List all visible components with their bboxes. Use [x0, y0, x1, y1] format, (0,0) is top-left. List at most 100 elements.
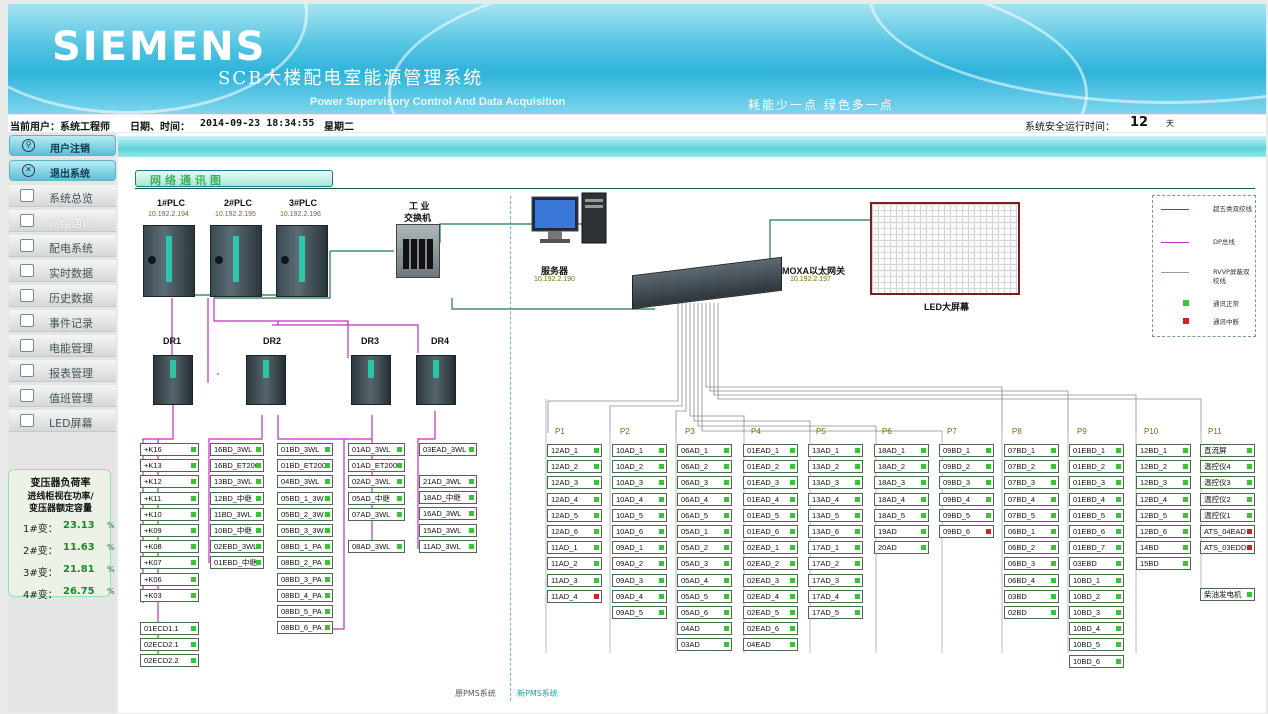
- plc2-device[interactable]: [210, 225, 262, 297]
- device-status-box[interactable]: 06AD_1: [677, 444, 732, 457]
- device-status-box[interactable]: 08AD_3WL: [348, 540, 405, 553]
- device-status-box[interactable]: 03BD: [1004, 589, 1059, 603]
- device-status-box[interactable]: 01AD_3WL: [348, 443, 405, 456]
- device-status-box[interactable]: 18AD_5: [874, 508, 929, 522]
- device-status-box[interactable]: 09AD_5: [612, 606, 667, 619]
- device-status-box[interactable]: 16BD_3WL: [210, 443, 264, 456]
- device-status-box[interactable]: 09BD_5: [939, 508, 994, 522]
- device-status-box[interactable]: 10BD_中继: [210, 524, 264, 537]
- device-status-box[interactable]: 07AD_3WL: [348, 507, 405, 521]
- device-status-box[interactable]: 16BD_ET200: [210, 459, 264, 473]
- device-status-box[interactable]: 17AD_5: [808, 606, 863, 619]
- device-status-box[interactable]: 02ECD2.1: [140, 638, 199, 652]
- dr2-device[interactable]: [246, 355, 286, 405]
- nav-events[interactable]: 事件记录: [9, 310, 116, 332]
- device-status-box[interactable]: 02ECD2.2: [140, 654, 199, 668]
- device-status-box[interactable]: 09BD_3: [939, 476, 994, 490]
- device-status-box[interactable]: 01EBD_4: [1069, 492, 1124, 506]
- device-status-box[interactable]: 01EBD_1: [1069, 444, 1124, 457]
- device-status-box[interactable]: 直流屏: [1200, 444, 1255, 457]
- device-status-box[interactable]: 02BD: [1004, 606, 1059, 619]
- nav-realtime[interactable]: 实时数据: [9, 260, 116, 282]
- device-status-box[interactable]: 15AD_3WL: [419, 523, 477, 537]
- device-status-box[interactable]: 10AD_3: [612, 476, 667, 490]
- device-status-box[interactable]: 01EBD_6: [1069, 525, 1124, 538]
- device-status-box[interactable]: ATS_03EDD: [1200, 541, 1255, 555]
- device-status-box[interactable]: 10AD_2: [612, 460, 667, 474]
- device-status-box[interactable]: 02EAD_2: [743, 557, 798, 571]
- dr1-device[interactable]: [153, 355, 193, 405]
- device-status-box[interactable]: 12AD_1: [547, 444, 602, 457]
- device-status-box[interactable]: 05AD_2: [677, 541, 732, 555]
- device-status-box[interactable]: 18AD_1: [874, 444, 929, 457]
- device-status-box[interactable]: 11AD_3: [547, 573, 602, 587]
- device-status-box[interactable]: 温控仪1: [1200, 508, 1255, 522]
- device-status-box[interactable]: 01EAD_1: [743, 444, 798, 457]
- device-status-box[interactable]: 08BD_6_PA: [277, 621, 333, 635]
- device-status-box[interactable]: +K07: [140, 556, 199, 570]
- industrial-switch[interactable]: [396, 224, 440, 278]
- device-status-box[interactable]: 13AD_6: [808, 525, 863, 538]
- device-status-box[interactable]: +K12: [140, 475, 199, 489]
- device-status-box[interactable]: 07BD_3: [1004, 476, 1059, 490]
- device-status-box[interactable]: 10BD_3: [1069, 606, 1124, 619]
- device-status-box[interactable]: 05BD_2_3W: [277, 507, 333, 521]
- nav-distribution[interactable]: 配电系统: [9, 235, 116, 257]
- device-status-box[interactable]: 18AD_3: [874, 476, 929, 490]
- device-status-box[interactable]: 12AD_2: [547, 460, 602, 474]
- device-status-box[interactable]: 08BD_3_PA: [277, 572, 333, 586]
- device-status-box[interactable]: 12BD_4: [1136, 492, 1191, 506]
- device-status-box[interactable]: +K08: [140, 540, 199, 554]
- device-status-box[interactable]: 19AD: [874, 525, 929, 538]
- device-status-box[interactable]: 13AD_2: [808, 460, 863, 474]
- exit-button[interactable]: ✕退出系统: [9, 160, 116, 181]
- device-status-box[interactable]: 13AD_3: [808, 476, 863, 490]
- device-status-box[interactable]: 08BD_1_PA: [277, 540, 333, 554]
- device-status-box[interactable]: 09BD_1: [939, 444, 994, 457]
- device-status-box[interactable]: 01AD_ET200: [348, 459, 405, 473]
- device-status-box[interactable]: 07BD_2: [1004, 460, 1059, 474]
- device-status-box[interactable]: 05AD_5: [677, 589, 732, 603]
- device-status-box[interactable]: 02AD_3WL: [348, 475, 405, 489]
- device-status-box[interactable]: 01EAD_4: [743, 492, 798, 506]
- device-status-box[interactable]: 10BD_4: [1069, 622, 1124, 636]
- device-status-box[interactable]: 02EAD_4: [743, 589, 798, 603]
- device-status-box[interactable]: 03AD: [677, 638, 732, 652]
- device-status-box[interactable]: 07BD_4: [1004, 492, 1059, 506]
- dr3-device[interactable]: [351, 355, 391, 405]
- device-status-box[interactable]: 13AD_5: [808, 508, 863, 522]
- device-status-box[interactable]: 08BD_5_PA: [277, 605, 333, 618]
- device-status-box[interactable]: 01EAD_2: [743, 460, 798, 474]
- device-status-box[interactable]: 03EAD_3WL: [419, 443, 477, 456]
- device-status-box[interactable]: 01EAD_6: [743, 525, 798, 538]
- device-status-box[interactable]: 18AD_2: [874, 460, 929, 474]
- device-status-box[interactable]: 06AD_3: [677, 476, 732, 490]
- device-status-box[interactable]: 10BD_6: [1069, 654, 1124, 668]
- device-status-box[interactable]: 09BD_4: [939, 492, 994, 506]
- device-status-box[interactable]: 03EBD: [1069, 557, 1124, 571]
- device-status-box[interactable]: +K13: [140, 459, 199, 473]
- device-status-box[interactable]: 07BD_5: [1004, 508, 1059, 522]
- device-status-box[interactable]: 11AD_3WL: [419, 539, 477, 553]
- device-status-box[interactable]: 05AD_4: [677, 573, 732, 587]
- device-status-box[interactable]: 10AD_5: [612, 508, 667, 522]
- device-status-box[interactable]: 12BD_5: [1136, 508, 1191, 522]
- device-status-box[interactable]: 09AD_3: [612, 573, 667, 587]
- device-status-box[interactable]: 06AD_4: [677, 492, 732, 506]
- device-status-box[interactable]: 06BD_1: [1004, 525, 1059, 538]
- device-status-box[interactable]: 01EAD_3: [743, 476, 798, 490]
- device-status-box[interactable]: 07BD_1: [1004, 444, 1059, 457]
- device-status-box[interactable]: 20AD: [874, 541, 929, 555]
- device-status-box[interactable]: 09AD_4: [612, 589, 667, 603]
- device-status-box[interactable]: 12AD_3: [547, 476, 602, 490]
- device-status-box[interactable]: 温控仪4: [1200, 460, 1255, 474]
- device-status-box[interactable]: 10AD_1: [612, 444, 667, 457]
- device-status-box[interactable]: +K11: [140, 491, 199, 505]
- device-status-box[interactable]: 05AD_1: [677, 525, 732, 538]
- device-status-box[interactable]: 18AD_4: [874, 492, 929, 506]
- plc1-device[interactable]: [143, 225, 195, 297]
- device-status-box[interactable]: +K06: [140, 572, 199, 586]
- device-status-box[interactable]: +K16: [140, 443, 199, 456]
- nav-led-screen[interactable]: LED屏幕: [9, 410, 116, 432]
- device-status-box[interactable]: 13AD_4: [808, 492, 863, 506]
